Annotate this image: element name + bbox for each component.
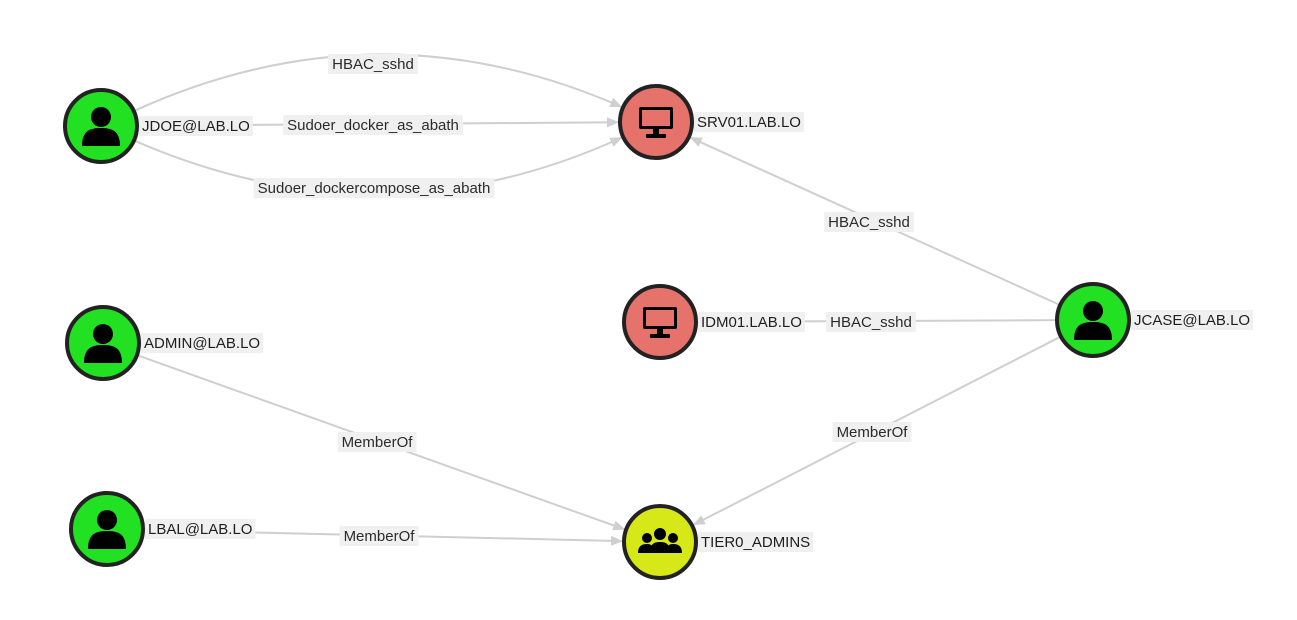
node-jcase[interactable]: JCASE@LAB.LO xyxy=(1055,282,1254,358)
edge-label: Sudoer_docker_as_abath xyxy=(287,117,459,134)
nodes-layer: JDOE@LAB.LO SRV01.LAB.LO ADMIN@LAB.LO IDM01… xyxy=(63,84,1254,580)
node-label-background xyxy=(1131,310,1254,330)
edge-label: Sudoer_dockercompose_as_abath xyxy=(258,180,491,197)
node-label-background xyxy=(145,519,256,539)
node-idm01[interactable]: IDM01.LAB.LO xyxy=(622,284,805,360)
node-tier0[interactable]: TIER0_ADMINS xyxy=(622,504,814,580)
node-jdoe[interactable]: JDOE@LAB.LO xyxy=(63,88,253,164)
node-label: JDOE@LAB.LO xyxy=(142,118,250,135)
node-label: ADMIN@LAB.LO xyxy=(144,335,260,352)
edge-label: HBAC_sshd xyxy=(828,214,910,231)
node-lbal[interactable]: LBAL@LAB.LO xyxy=(69,491,256,567)
edge-label-background xyxy=(339,526,419,546)
node-srv01[interactable]: SRV01.LAB.LO xyxy=(618,84,804,160)
edge-label: MemberOf xyxy=(342,434,414,451)
edge-label: HBAC_sshd xyxy=(332,56,414,73)
node-label: JCASE@LAB.LO xyxy=(1134,312,1250,329)
node-label-background xyxy=(698,532,814,552)
node-label: IDM01.LAB.LO xyxy=(701,314,802,331)
edge-jcase-tier0-7[interactable]: MemberOf xyxy=(692,335,1062,526)
edge-label-background xyxy=(832,422,912,442)
edge-label-background xyxy=(826,312,916,332)
edges-layer: HBAC_sshdSudoer_docker_as_abathSudoer_do… xyxy=(133,53,1062,546)
node-label: SRV01.LAB.LO xyxy=(697,114,801,131)
node-label: LBAL@LAB.LO xyxy=(148,521,252,538)
node-admin[interactable]: ADMIN@LAB.LO xyxy=(65,305,264,381)
edge-label-background xyxy=(283,115,463,135)
edge-label-background xyxy=(337,432,417,452)
node-label-background xyxy=(139,116,253,136)
edge-label: MemberOf xyxy=(837,424,909,441)
edge-jdoe-srv01-2[interactable]: Sudoer_dockercompose_as_abath xyxy=(133,136,623,198)
edge-admin-tier0-5[interactable]: MemberOf xyxy=(136,354,626,531)
edge-jcase-srv01-3[interactable]: HBAC_sshd xyxy=(689,136,1061,307)
node-label-background xyxy=(141,333,264,353)
edge-label-background xyxy=(253,178,495,198)
edge-jdoe-srv01-1[interactable]: Sudoer_docker_as_abath xyxy=(136,115,620,135)
node-label-background xyxy=(698,312,805,332)
edge-label-background xyxy=(328,54,418,74)
node-label: TIER0_ADMINS xyxy=(701,534,810,551)
node-label-background xyxy=(694,112,804,132)
edge-label-background xyxy=(824,212,914,232)
edge-label: HBAC_sshd xyxy=(830,314,912,331)
edge-label: MemberOf xyxy=(344,528,416,545)
edge-jdoe-srv01-0[interactable]: HBAC_sshd xyxy=(133,53,623,112)
